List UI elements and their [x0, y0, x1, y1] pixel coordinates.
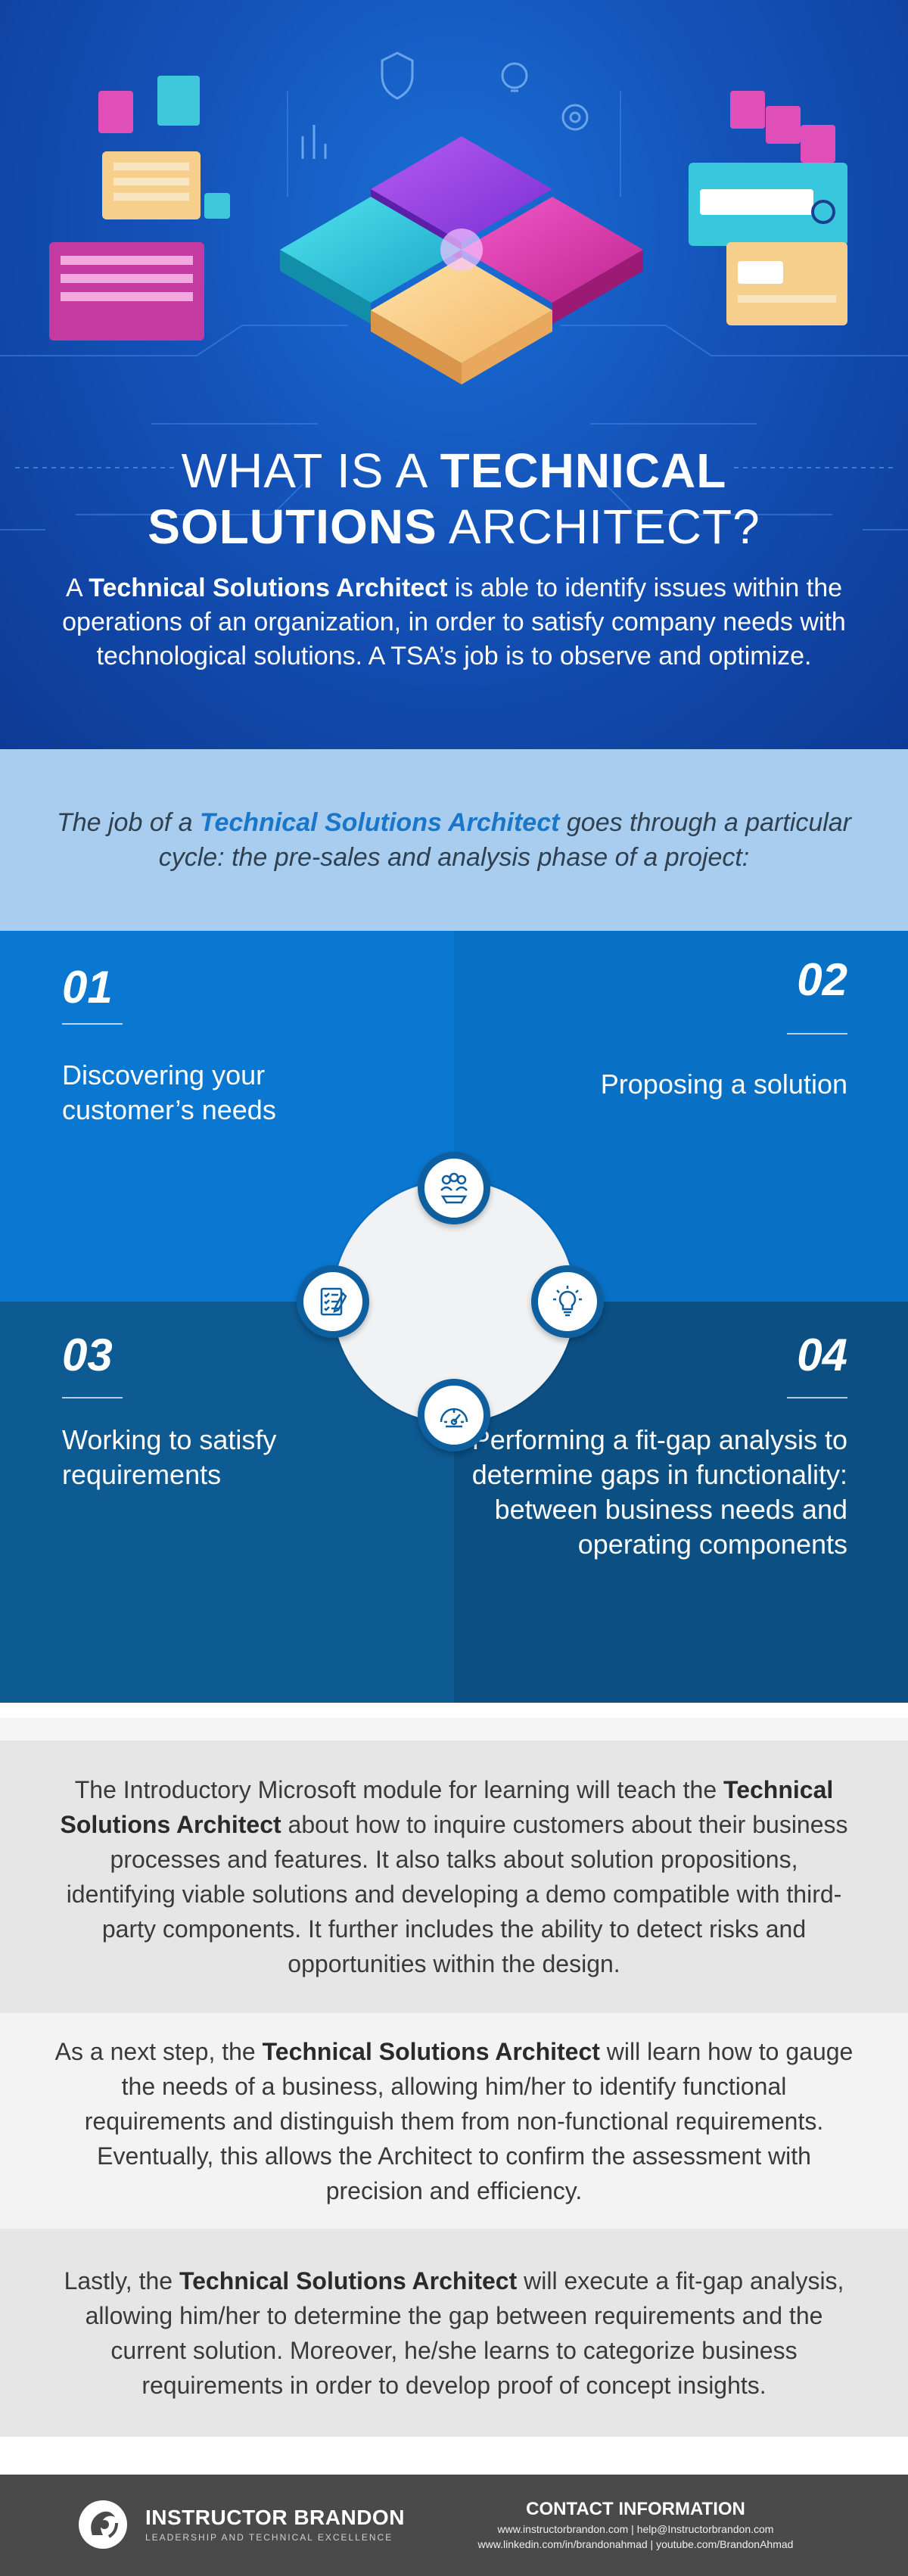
title-light-1: WHAT IS A	[181, 443, 440, 498]
brand-logo-icon	[79, 2500, 127, 2549]
step-divider	[62, 1023, 123, 1025]
cycle-intro-prefix: The job of a	[56, 808, 200, 837]
hero-desc-bold: Technical Solutions Architect	[89, 574, 448, 602]
cycle-intro-rest: goes through a particular cycle: the pre…	[158, 808, 852, 872]
module-text-3: Lastly, the Technical Solutions Architec…	[53, 2263, 855, 2403]
module-3-rest: will execute a fit-gap analysis, allowin…	[85, 2266, 844, 2399]
step-number: 01	[62, 962, 113, 1013]
brand-name: INSTRUCTOR BRANDON	[145, 2506, 405, 2529]
title-bold-2: SOLUTIONS	[148, 499, 437, 554]
module-block-2: As a next step, the Technical Solutions …	[0, 2013, 908, 2229]
title-light-2: ARCHITECT?	[437, 499, 760, 554]
module-block-3: Lastly, the Technical Solutions Architec…	[0, 2229, 908, 2437]
module-1-prefix: The Introductory Microsoft module for le…	[74, 1776, 724, 1803]
contact-line-social[interactable]: www.linkedin.com/in/brandonahmad | youtu…	[477, 2538, 794, 2550]
step-text: Proposing a solution	[600, 1069, 847, 1100]
module-1-rest: about how to inquire customers about the…	[66, 1811, 848, 1977]
lightbulb-icon	[531, 1265, 604, 1338]
cycle-intro-band: The job of a Technical Solutions Archite…	[0, 749, 908, 931]
step-divider	[62, 1397, 123, 1398]
step-number: 02	[797, 954, 847, 1005]
hero-section: WHAT IS A TECHNICAL SOLUTIONS ARCHITECT?…	[0, 0, 908, 749]
module-2-prefix: As a next step, the	[54, 2037, 263, 2065]
title-bold-1: TECHNICAL	[440, 443, 727, 498]
step-divider	[787, 1397, 847, 1398]
module-3-bold: Technical Solutions Architect	[179, 2266, 518, 2294]
module-2-bold: Technical Solutions Architect	[262, 2037, 600, 2065]
step-number: 03	[62, 1330, 113, 1380]
cycle-intro-highlight: Technical Solutions Architect	[199, 808, 560, 837]
brand-tagline: LEADERSHIP AND TECHNICAL EXCELLENCE	[145, 2532, 393, 2543]
module-1-bold: Technical Solutions Architect	[60, 1776, 834, 1838]
checklist-icon	[297, 1265, 369, 1338]
step-divider	[787, 1033, 847, 1034]
gauge-icon	[418, 1379, 490, 1451]
hero-desc-rest: is able to identify issues within the op…	[62, 574, 846, 670]
section-spacer-strip	[0, 1718, 908, 1741]
module-2-rest: will learn how to gauge the needs of a b…	[84, 2037, 854, 2204]
step-text: Discovering your customer’s needs	[62, 1059, 276, 1125]
brand: INSTRUCTOR BRANDON LEADERSHIP AND TECHNI…	[76, 2497, 405, 2552]
module-text-1: The Introductory Microsoft module for le…	[53, 1772, 855, 1981]
brand-text: INSTRUCTOR BRANDON LEADERSHIP AND TECHNI…	[145, 2505, 405, 2544]
team-icon	[418, 1152, 490, 1224]
cycle-intro-text: The job of a Technical Solutions Archite…	[38, 805, 870, 875]
contact-info: CONTACT INFORMATION www.instructorbrando…	[439, 2497, 832, 2552]
hero-illustration	[0, 51, 908, 530]
hero-description: A Technical Solutions Architect is able …	[38, 571, 870, 674]
step-text: Performing a fit-gap analysis to determi…	[471, 1424, 847, 1560]
step-number: 04	[797, 1330, 847, 1380]
footer-gap	[0, 2437, 908, 2475]
contact-title: CONTACT INFORMATION	[526, 2499, 745, 2519]
page-title: WHAT IS A TECHNICAL SOLUTIONS ARCHITECT?	[0, 443, 908, 555]
module-block-1: The Introductory Microsoft module for le…	[0, 1741, 908, 2013]
contact-line-website-email[interactable]: www.instructorbrandon.com | help@Instruc…	[497, 2523, 774, 2535]
module-3-prefix: Lastly, the	[64, 2266, 179, 2294]
step-text: Working to satisfy requirements	[62, 1424, 277, 1490]
module-text-2: As a next step, the Technical Solutions …	[53, 2034, 855, 2208]
hero-desc-prefix: A	[65, 574, 89, 602]
footer: INSTRUCTOR BRANDON LEADERSHIP AND TECHNI…	[0, 2475, 908, 2576]
